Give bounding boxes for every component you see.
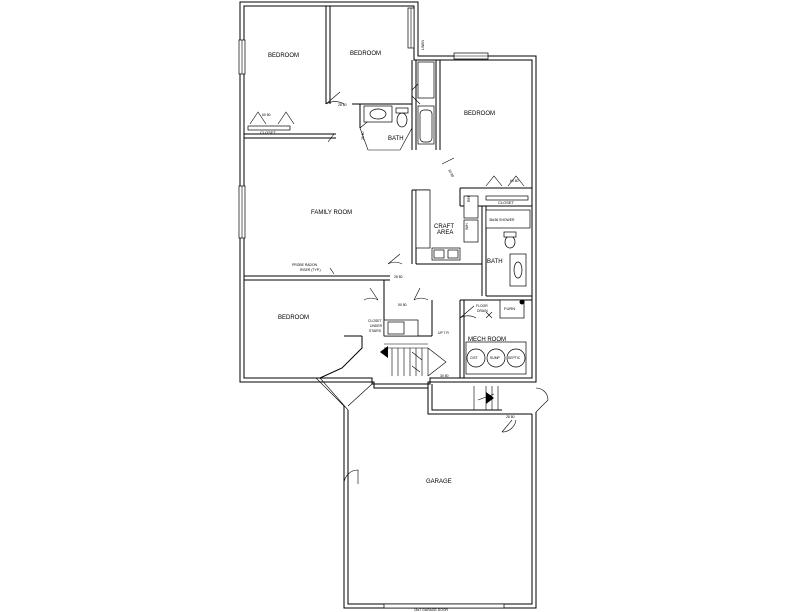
note-closet-size-ne: 60 80 <box>510 179 519 183</box>
note-ref: REF <box>467 195 471 202</box>
windows <box>238 7 505 609</box>
note-water-heater: W/H <box>465 223 469 230</box>
note-closet-ne: CLOSET <box>498 200 515 205</box>
note-door-a: 28 80 <box>338 103 347 107</box>
note-door-b: 28 80 <box>394 275 403 279</box>
annotations: CLOSET CLOSET 60 80 60 80 28 80 28 80 28… <box>260 39 521 612</box>
stairs <box>380 319 499 410</box>
room-craft-2: AREA <box>437 230 453 236</box>
room-family: FAMILY ROOM <box>311 210 352 216</box>
note-door-g: 30 80 <box>447 169 455 178</box>
note-door-d: 26 80 <box>361 131 365 140</box>
room-labels: BEDROOM BEDROOM BEDROOM FAMILY ROOM BATH… <box>268 51 506 485</box>
doors <box>249 81 549 485</box>
note-linen: LINEN <box>421 39 425 50</box>
note-door-f: 50 80 <box>398 303 407 307</box>
room-bedroom-sw: BEDROOM <box>278 315 309 321</box>
room-bath-upper: BATH <box>388 136 404 142</box>
room-bedroom-n: BEDROOM <box>350 51 381 57</box>
note-furn: FURN <box>504 306 515 311</box>
room-mech: MECH ROOM <box>468 337 506 343</box>
note-shower: 36x36 SHOWER <box>489 218 515 222</box>
note-tank-1: CIST <box>470 356 478 360</box>
note-floor-drain-1: FLOOR <box>476 304 488 308</box>
note-door-c: 28 80 <box>506 415 515 419</box>
note-tank-3: SEPTIC <box>508 356 521 360</box>
closet-rods <box>247 125 529 201</box>
note-floor-drain-2: DRAIN <box>477 309 488 313</box>
stair-treads <box>391 347 447 377</box>
note-tank-2: SUMP <box>490 356 501 360</box>
note-closet-under-1: CLOSET <box>368 319 382 323</box>
note-garage-door: 16x7 GARAGE DOOR <box>414 608 448 612</box>
note-closet-under-2: UNDER <box>370 324 383 328</box>
room-bath-lower: BATH <box>487 259 503 265</box>
note-closet-nw: CLOSET <box>260 130 277 135</box>
note-door-e: 30 80 <box>440 374 449 378</box>
room-craft-1: CRAFT <box>434 224 454 230</box>
fixtures <box>329 61 531 375</box>
note-radon-2: RISER (TYP.) <box>300 268 321 272</box>
room-bedroom-nw: BEDROOM <box>268 53 299 59</box>
room-garage: GARAGE <box>426 479 452 485</box>
note-closet-size-nw: 60 80 <box>262 113 271 117</box>
exterior-walls <box>239 1 537 609</box>
note-closet-under-3: STAIRS <box>369 329 382 333</box>
room-bedroom-ne: BEDROOM <box>464 111 495 117</box>
note-radon-1: PROBE RADON <box>292 263 318 267</box>
interior-walls <box>244 6 532 379</box>
note-up-stairs: UP 7 R <box>438 331 449 335</box>
